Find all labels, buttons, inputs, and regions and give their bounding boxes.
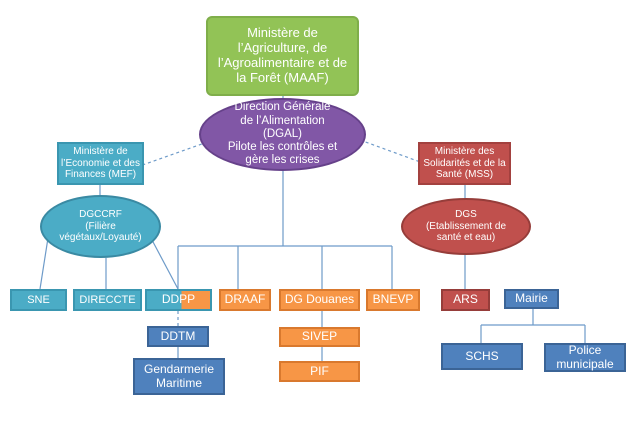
- maaf-box: Ministère de l’Agriculture, de l’Agroali…: [206, 16, 359, 96]
- bnevp-box: BNEVP: [366, 289, 420, 311]
- police-municipale-box: Police municipale: [544, 343, 626, 372]
- sne-box: SNE: [10, 289, 67, 311]
- dg-douanes-box: DG Douanes: [279, 289, 360, 311]
- connector-dgccrf-ddpp: [151, 239, 179, 290]
- draaf-box: DRAAF: [219, 289, 271, 311]
- mef-box: Ministère de l’Economie et des Finances …: [57, 142, 144, 185]
- mss-box: Ministère des Solidarités et de la Santé…: [418, 142, 511, 185]
- ddpp-box: DDPP: [145, 289, 212, 311]
- dgs-oval: DGS (Etablissement de santé et eau): [401, 198, 531, 255]
- dgal-oval: Direction Générale de l’Alimentation (DG…: [199, 98, 366, 171]
- pif-box: PIF: [279, 361, 360, 382]
- sivep-box: SIVEP: [279, 327, 360, 347]
- connector-dgal-mss: [359, 139, 424, 164]
- ddtm-box: DDTM: [147, 326, 209, 347]
- connector-dgal-mef: [136, 139, 214, 168]
- schs-box: SCHS: [441, 343, 523, 370]
- direccte-box: DIRECCTE: [73, 289, 142, 311]
- connector-dgccrf-sne: [39, 237, 49, 290]
- dgccrf-oval: DGCCRF (Filière végétaux/Loyauté): [40, 195, 161, 258]
- ars-box: ARS: [441, 289, 490, 311]
- gendarmerie-box: Gendarmerie Maritime: [133, 358, 225, 395]
- mairie-box: Mairie: [504, 289, 559, 309]
